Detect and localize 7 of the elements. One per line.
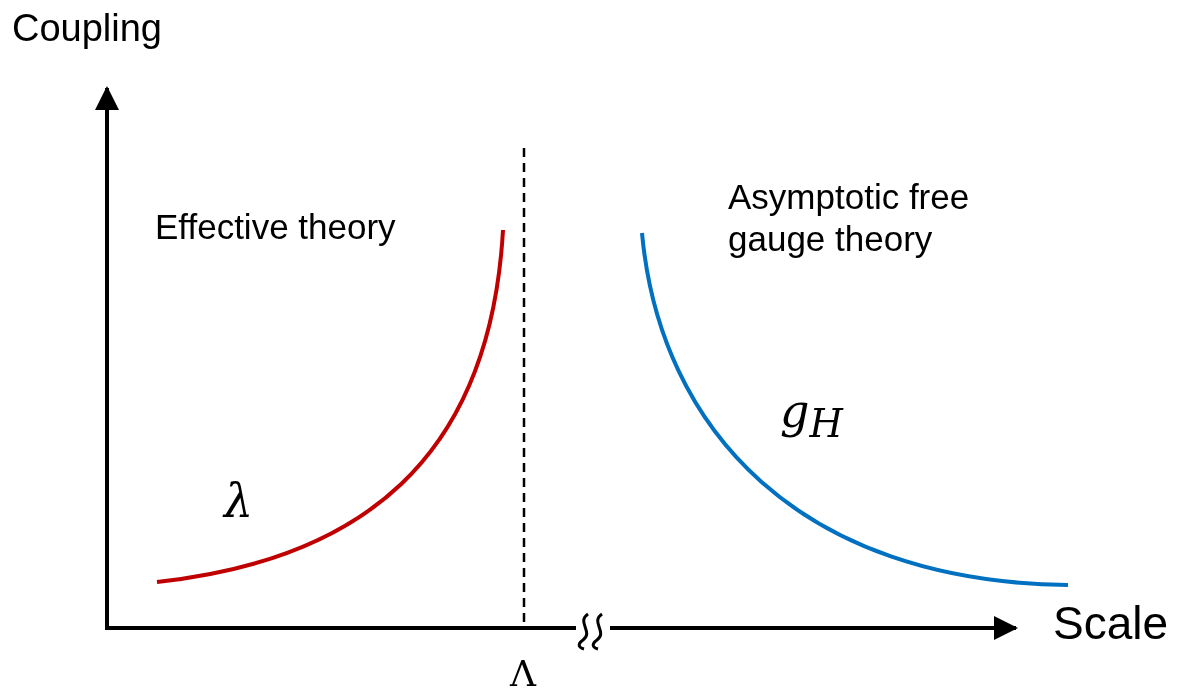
region-label: Asymptotic free gauge theory: [728, 176, 971, 260]
region-label: Effective theory: [155, 206, 396, 248]
tick-label: Λ: [510, 652, 536, 696]
axis-title: Coupling: [12, 6, 162, 51]
curve-label: λ: [224, 474, 254, 530]
curve-label: g$_{H}$: [780, 384, 843, 448]
axis-title: Scale: [1053, 596, 1169, 651]
